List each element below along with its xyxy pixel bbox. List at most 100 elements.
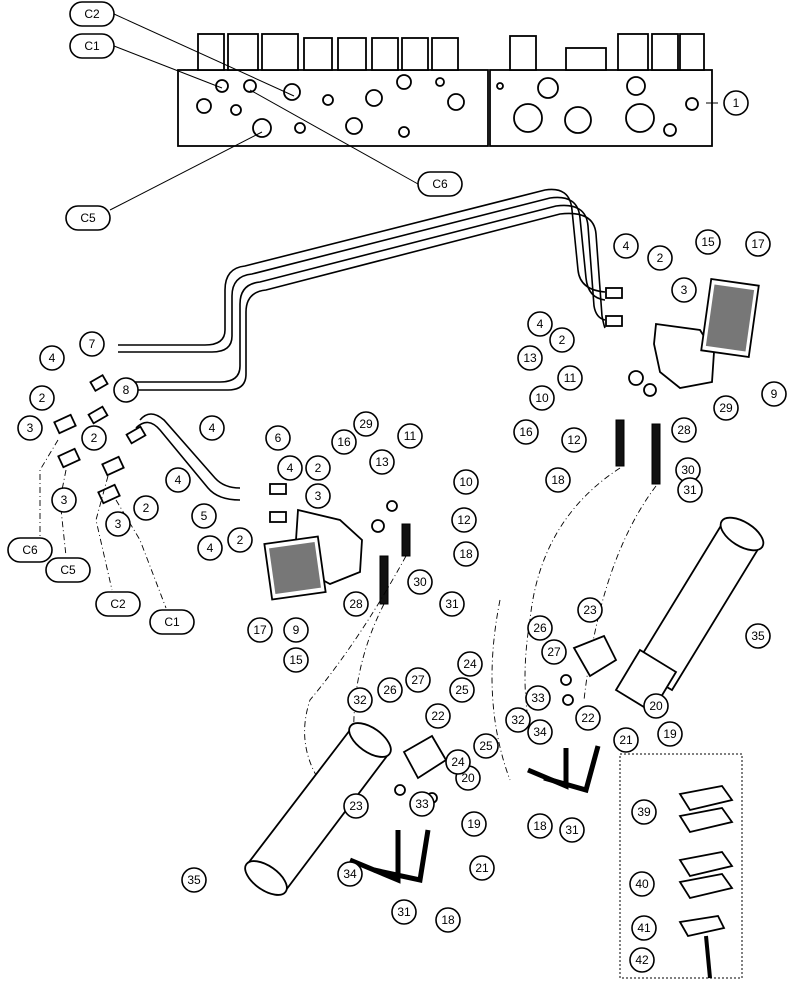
callout-number: 24 [463, 657, 477, 671]
cylinder-right [614, 516, 765, 714]
callout-number: 2 [39, 391, 46, 405]
callout-17: 17 [247, 617, 273, 643]
callout-10: 10 [529, 385, 555, 411]
connector-c6-left: C6 [7, 537, 53, 563]
callout-31: 31 [677, 477, 703, 503]
callout-number: 23 [583, 603, 597, 617]
connector-label: C6 [432, 177, 448, 191]
callout-number: 18 [551, 473, 565, 487]
callout-2: 2 [305, 455, 331, 481]
valve-block [177, 33, 713, 147]
callout-28: 28 [343, 591, 369, 617]
callout-number: 32 [353, 693, 367, 707]
callout-number: 28 [349, 597, 363, 611]
callout-35: 35 [181, 867, 207, 893]
callout-3: 3 [671, 277, 697, 303]
callout-6: 6 [265, 425, 291, 451]
callout-9: 9 [283, 617, 309, 643]
callout-31: 31 [391, 899, 417, 925]
callout-11: 11 [397, 423, 423, 449]
callout-number: 42 [635, 953, 649, 967]
callout-3: 3 [105, 511, 131, 537]
callout-number: 6 [275, 431, 282, 445]
callout-4: 4 [165, 467, 191, 493]
callout-number: 23 [349, 799, 363, 813]
callout-26: 26 [377, 677, 403, 703]
callout-number: 12 [567, 433, 581, 447]
callout-31: 31 [439, 591, 465, 617]
cylinder-left [244, 722, 392, 896]
callout-10: 10 [453, 469, 479, 495]
callout-28: 28 [671, 417, 697, 443]
callout-number: 35 [187, 873, 201, 887]
callout-number: 29 [719, 401, 733, 415]
connector-c5-top: C5 [65, 205, 111, 231]
callout-number: 17 [253, 623, 267, 637]
callout-2: 2 [133, 495, 159, 521]
callout-number: 16 [519, 425, 533, 439]
callout-12: 12 [561, 427, 587, 453]
callout-number: 4 [175, 473, 182, 487]
callout-25: 25 [449, 677, 475, 703]
callout-number: 30 [413, 575, 427, 589]
callout-30: 30 [407, 569, 433, 595]
callout-number: 4 [537, 317, 544, 331]
callout-24: 24 [457, 651, 483, 677]
callout-number: 18 [459, 547, 473, 561]
callout-number: 22 [431, 709, 445, 723]
connector-c5-left: C5 [45, 557, 91, 583]
callout-number: 26 [383, 683, 397, 697]
callout-number: 20 [461, 771, 475, 785]
callout-number: 5 [201, 509, 208, 523]
callout-number: 24 [451, 755, 465, 769]
callout-number: 13 [375, 455, 389, 469]
callout-number: 2 [559, 333, 566, 347]
callout-32: 32 [505, 707, 531, 733]
callout-15: 15 [283, 647, 309, 673]
callout-18: 18 [435, 907, 461, 933]
callout-16: 16 [331, 429, 357, 455]
callout-number: 34 [533, 725, 547, 739]
callout-3: 3 [305, 483, 331, 509]
callout-2: 2 [29, 385, 55, 411]
callout-number: 18 [533, 819, 547, 833]
callout-13: 13 [517, 345, 543, 371]
left-valve [263, 483, 411, 605]
callout-31: 31 [559, 817, 585, 843]
callout-number: 13 [523, 351, 537, 365]
l-hoses [349, 745, 601, 884]
connector-label: C6 [22, 543, 38, 557]
callout-39: 39 [631, 799, 657, 825]
callout-16: 16 [513, 419, 539, 445]
callout-number: 40 [635, 877, 649, 891]
callout-41: 41 [631, 915, 657, 941]
callout-number: 33 [415, 797, 429, 811]
callout-number: 31 [445, 597, 459, 611]
callout-number: 4 [623, 239, 630, 253]
callout-18: 18 [527, 813, 553, 839]
callout-29: 29 [713, 395, 739, 421]
cylinder-manifolds [394, 634, 618, 804]
callout-number: 39 [637, 805, 651, 819]
connector-label: C2 [110, 597, 126, 611]
connector-label: C5 [80, 211, 96, 225]
callout-number: 15 [289, 653, 303, 667]
callout-number: 1 [733, 96, 740, 110]
callout-15: 15 [695, 229, 721, 255]
callout-number: 3 [681, 283, 688, 297]
callout-number: 16 [337, 435, 351, 449]
callout-35: 35 [745, 623, 771, 649]
callout-3: 3 [51, 487, 77, 513]
callout-29: 29 [353, 411, 379, 437]
callout-42: 42 [629, 947, 655, 973]
callout-13: 13 [369, 449, 395, 475]
callout-2: 2 [81, 425, 107, 451]
connector-c2-left: C2 [95, 591, 141, 617]
connector-leaders [109, 13, 718, 211]
callout-22: 22 [425, 703, 451, 729]
callout-number: 9 [771, 387, 778, 401]
callout-22: 22 [575, 705, 601, 731]
callout-number: 29 [359, 417, 373, 431]
callout-33: 33 [409, 791, 435, 817]
